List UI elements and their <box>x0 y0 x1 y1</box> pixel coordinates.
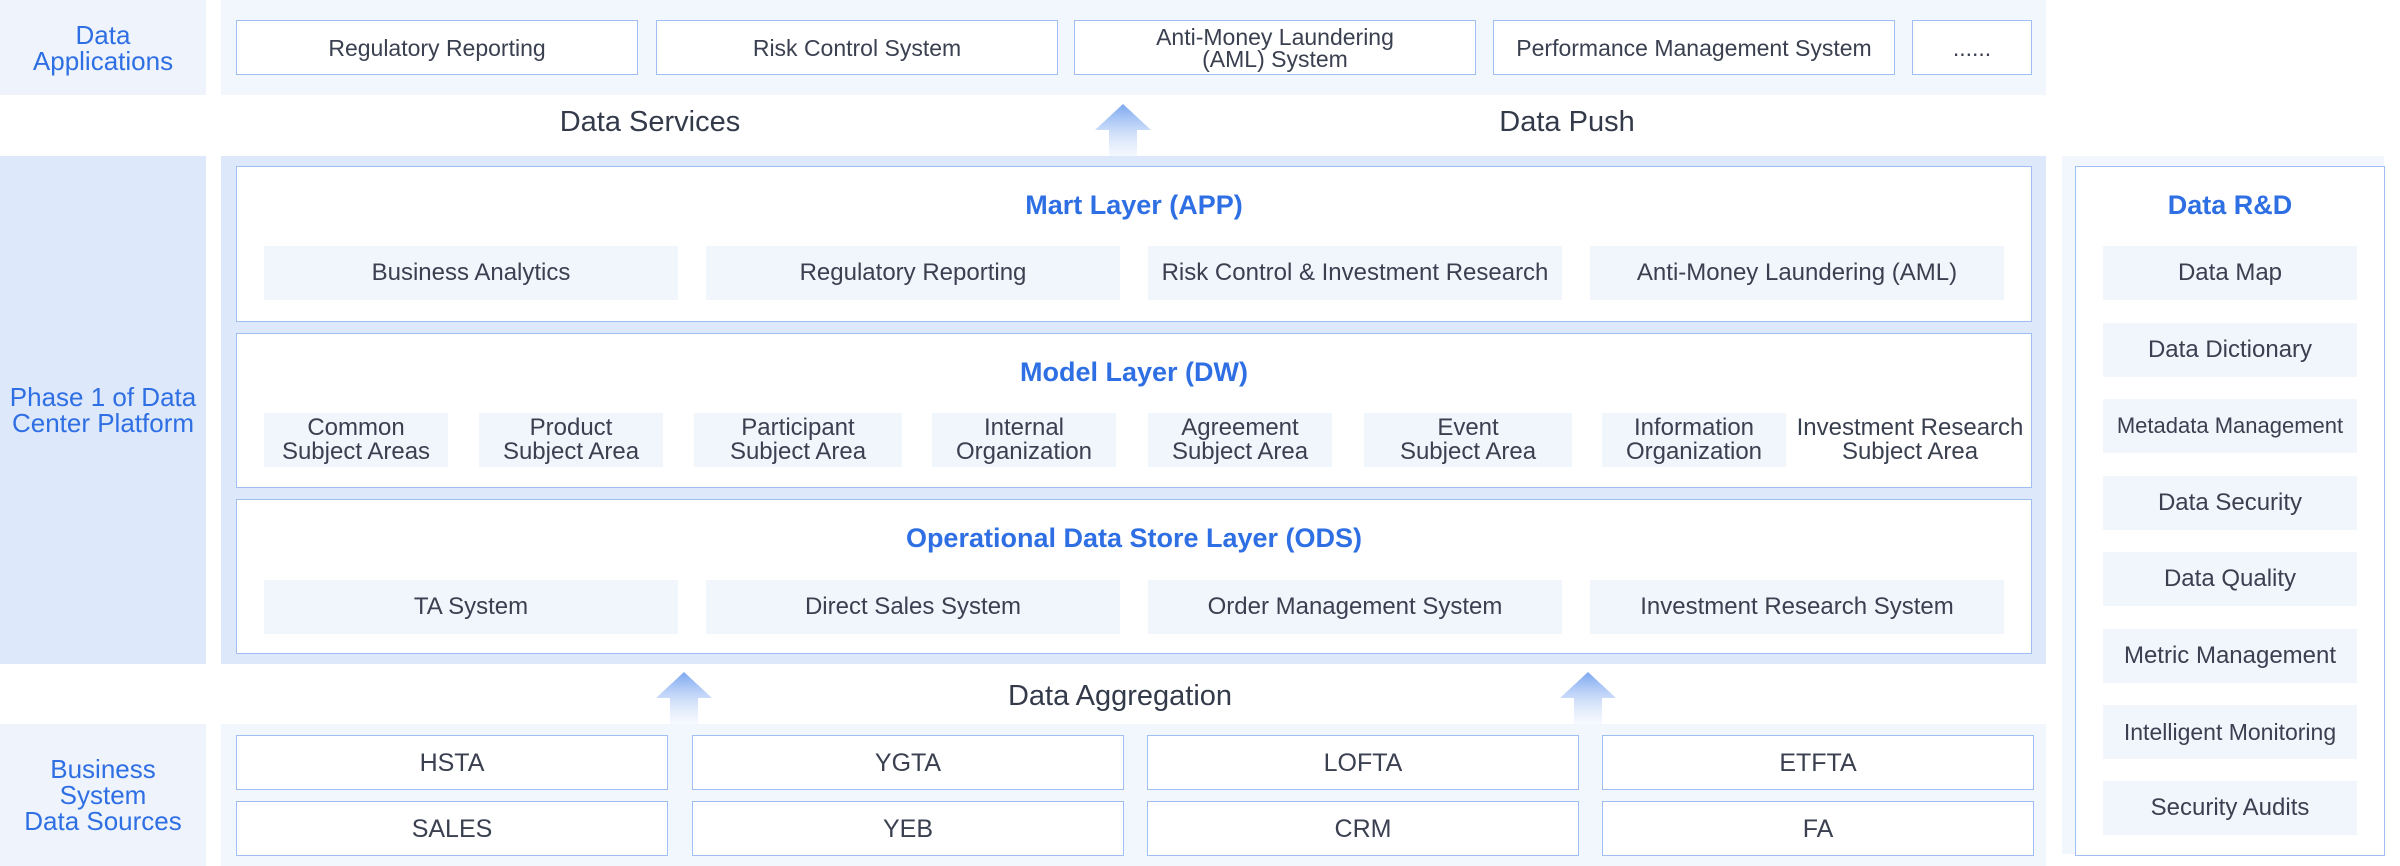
rnd-item-security-audits[interactable]: Security Audits <box>2103 781 2357 835</box>
ods-item-order-management[interactable]: Order Management System <box>1148 580 1562 634</box>
arrow-up-icon <box>1095 104 1151 160</box>
data-services-title: Data Services <box>559 106 741 138</box>
rnd-item-data-security[interactable]: Data Security <box>2103 476 2357 530</box>
applications-label-panel <box>0 0 206 95</box>
app-aml-system[interactable]: Anti-Money Laundering (AML) System <box>1074 20 1476 75</box>
source-etfta[interactable]: ETFTA <box>1602 735 2034 790</box>
mart-item-aml[interactable]: Anti-Money Laundering (AML) <box>1590 246 2004 300</box>
model-item-agreement-subject[interactable]: Agreement Subject Area <box>1148 413 1332 467</box>
rnd-item-data-quality[interactable]: Data Quality <box>2103 552 2357 606</box>
rnd-item-data-dictionary[interactable]: Data Dictionary <box>2103 323 2357 377</box>
app-regulatory-reporting[interactable]: Regulatory Reporting <box>236 20 638 75</box>
ods-item-investment-research[interactable]: Investment Research System <box>1590 580 2004 634</box>
model-layer-title: Model Layer (DW) <box>1019 357 1248 387</box>
source-sales[interactable]: SALES <box>236 801 668 856</box>
model-item-investment-research-subject[interactable]: Investment Research Subject Area <box>1796 414 2024 465</box>
ods-item-direct-sales[interactable]: Direct Sales System <box>706 580 1120 634</box>
source-hsta[interactable]: HSTA <box>236 735 668 790</box>
model-item-internal-organization[interactable]: Internal Organization <box>932 413 1116 467</box>
source-fa[interactable]: FA <box>1602 801 2034 856</box>
mart-layer-title: Mart Layer (APP) <box>1025 190 1243 220</box>
mart-item-risk-control[interactable]: Risk Control & Investment Research <box>1148 246 1562 300</box>
rnd-item-metric-management[interactable]: Metric Management <box>2103 629 2357 683</box>
rnd-item-intelligent-monitoring[interactable]: Intelligent Monitoring <box>2103 705 2357 759</box>
model-item-information-organization[interactable]: Information Organization <box>1602 413 1786 467</box>
source-lofta[interactable]: LOFTA <box>1147 735 1579 790</box>
sources-label: Business System Data Sources <box>24 754 182 836</box>
app-performance-management[interactable]: Performance Management System <box>1493 20 1895 75</box>
source-crm[interactable]: CRM <box>1147 801 1579 856</box>
platform-label-panel <box>0 156 206 664</box>
mart-item-business-analytics[interactable]: Business Analytics <box>264 246 678 300</box>
arrow-up-icon <box>1560 672 1616 726</box>
arrow-up-icon <box>656 672 712 726</box>
rnd-title: Data R&D <box>2167 190 2293 220</box>
sources-label-panel <box>0 724 206 866</box>
ods-item-ta-system[interactable]: TA System <box>264 580 678 634</box>
model-item-product-subject[interactable]: Product Subject Area <box>479 413 663 467</box>
data-aggregation-title: Data Aggregation <box>1007 680 1233 712</box>
app-more[interactable]: ...... <box>1912 20 2032 75</box>
mart-item-regulatory-reporting[interactable]: Regulatory Reporting <box>706 246 1120 300</box>
platform-label: Phase 1 of Data Center Platform <box>9 382 197 438</box>
applications-label: Data Applications <box>32 19 174 76</box>
rnd-item-metadata-management[interactable]: Metadata Management <box>2103 399 2357 453</box>
rnd-item-data-map[interactable]: Data Map <box>2103 246 2357 300</box>
source-yeb[interactable]: YEB <box>692 801 1124 856</box>
source-ygta[interactable]: YGTA <box>692 735 1124 790</box>
app-risk-control-system[interactable]: Risk Control System <box>656 20 1058 75</box>
model-item-event-subject[interactable]: Event Subject Area <box>1364 413 1572 467</box>
ods-layer-title: Operational Data Store Layer (ODS) <box>905 523 1363 553</box>
data-push-title: Data Push <box>1499 106 1635 138</box>
model-item-common-subject[interactable]: Common Subject Areas <box>264 413 448 467</box>
model-item-participant-subject[interactable]: Participant Subject Area <box>694 413 902 467</box>
